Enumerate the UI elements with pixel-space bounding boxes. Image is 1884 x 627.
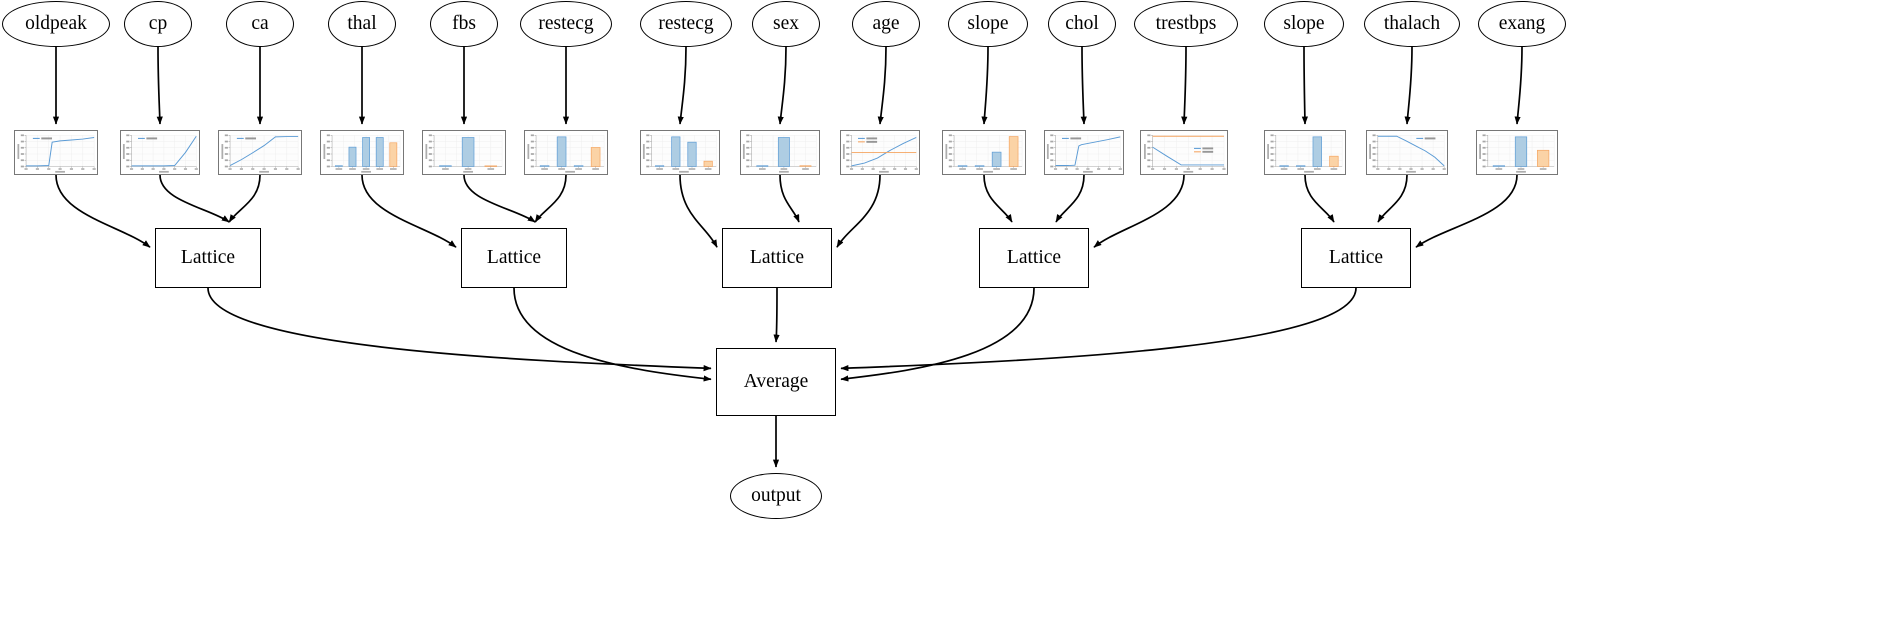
calibration-plot-sex-7[interactable] bbox=[740, 130, 820, 175]
edge-feature-to-plot-1 bbox=[156, 46, 163, 125]
feature-node-restecg-6[interactable]: restecg bbox=[640, 1, 732, 47]
lattice-node-label: Lattice bbox=[486, 247, 542, 269]
edge-plot-to-lattice-7 bbox=[779, 174, 800, 223]
feature-node-slope-12[interactable]: slope bbox=[1264, 1, 1344, 47]
feature-node-exang-14[interactable]: exang bbox=[1478, 1, 1566, 47]
calibration-plot-slope-12[interactable] bbox=[1264, 130, 1346, 175]
feature-node-label: ca bbox=[251, 13, 269, 35]
lattice-node-label: Lattice bbox=[749, 247, 805, 269]
edge-plot-to-lattice-0 bbox=[55, 174, 151, 248]
lattice-node-label: Lattice bbox=[1328, 247, 1384, 269]
feature-node-label: restecg bbox=[538, 13, 594, 35]
edge-plot-to-lattice-12 bbox=[1304, 174, 1335, 223]
feature-node-thal-3[interactable]: thal bbox=[328, 1, 396, 47]
calibration-plot-exang-14[interactable] bbox=[1476, 130, 1558, 175]
feature-node-oldpeak-0[interactable]: oldpeak bbox=[2, 1, 110, 47]
lattice-node-label: Lattice bbox=[180, 247, 236, 269]
feature-node-slope-9[interactable]: slope bbox=[948, 1, 1028, 47]
feature-node-label: slope bbox=[1283, 13, 1325, 35]
feature-node-thalach-13[interactable]: thalach bbox=[1364, 1, 1460, 47]
lattice-node-2[interactable]: Lattice bbox=[722, 228, 832, 288]
edge-plot-to-lattice-8 bbox=[836, 174, 881, 248]
edge-plot-to-lattice-9 bbox=[983, 174, 1013, 223]
output-node-label: output bbox=[751, 485, 801, 507]
edge-plot-to-lattice-6 bbox=[679, 174, 718, 248]
edge-feature-to-plot-14 bbox=[1514, 46, 1523, 125]
average-node-label: Average bbox=[743, 371, 809, 393]
calibration-plot-fbs-4[interactable] bbox=[422, 130, 506, 175]
calibration-plot-cp-1[interactable] bbox=[120, 130, 200, 175]
edge-feature-to-plot-12 bbox=[1301, 46, 1308, 125]
edge-plot-to-lattice-14 bbox=[1415, 174, 1518, 248]
edge-feature-to-plot-10 bbox=[1080, 46, 1087, 125]
feature-node-label: thal bbox=[347, 13, 377, 35]
calibration-plot-restecg-6[interactable] bbox=[640, 130, 720, 175]
edge-lattice-to-average-0 bbox=[207, 287, 712, 372]
edge-lattice-to-average-4 bbox=[840, 287, 1357, 372]
feature-node-label: cp bbox=[148, 13, 168, 35]
edge-plot-to-lattice-13 bbox=[1377, 174, 1408, 223]
edge-plot-to-lattice-11 bbox=[1093, 174, 1185, 248]
feature-node-label: sex bbox=[773, 13, 799, 35]
lattice-node-label: Lattice bbox=[1006, 247, 1062, 269]
edge-plot-to-lattice-5 bbox=[534, 174, 567, 223]
calibration-plot-trestbps-11[interactable] bbox=[1140, 130, 1228, 175]
lattice-node-3[interactable]: Lattice bbox=[979, 228, 1089, 288]
edge-feature-to-plot-6 bbox=[677, 46, 687, 125]
feature-node-label: oldpeak bbox=[25, 13, 87, 35]
feature-node-label: chol bbox=[1065, 13, 1099, 35]
feature-node-ca-2[interactable]: ca bbox=[226, 1, 294, 47]
lattice-node-4[interactable]: Lattice bbox=[1301, 228, 1411, 288]
edge-plot-to-lattice-4 bbox=[463, 174, 536, 223]
feature-node-cp-1[interactable]: cp bbox=[124, 1, 192, 47]
edge-plot-to-lattice-3 bbox=[361, 174, 457, 248]
edge-lattice-to-average-3 bbox=[840, 287, 1035, 382]
feature-node-label: restecg bbox=[658, 13, 714, 35]
calibration-plot-thal-3[interactable] bbox=[320, 130, 404, 175]
feature-node-label: exang bbox=[1498, 13, 1546, 35]
feature-node-fbs-4[interactable]: fbs bbox=[430, 1, 498, 47]
feature-node-label: trestbps bbox=[1155, 13, 1217, 35]
feature-node-trestbps-11[interactable]: trestbps bbox=[1134, 1, 1238, 47]
calibration-plot-age-8[interactable] bbox=[840, 130, 920, 175]
feature-node-sex-7[interactable]: sex bbox=[752, 1, 820, 47]
edge-plot-to-lattice-2 bbox=[228, 174, 261, 223]
feature-node-chol-10[interactable]: chol bbox=[1048, 1, 1116, 47]
edge-feature-to-plot-13 bbox=[1404, 46, 1413, 125]
feature-node-label: thalach bbox=[1383, 13, 1441, 35]
average-node[interactable]: Average bbox=[716, 348, 836, 416]
calibration-plot-oldpeak-0[interactable] bbox=[14, 130, 98, 175]
lattice-node-0[interactable]: Lattice bbox=[155, 228, 261, 288]
feature-node-label: slope bbox=[967, 13, 1009, 35]
edge-lattice-to-average-1 bbox=[513, 287, 712, 382]
calibration-plot-restecg-5[interactable] bbox=[524, 130, 608, 175]
calibration-plot-slope-9[interactable] bbox=[942, 130, 1026, 175]
feature-node-label: fbs bbox=[452, 13, 476, 35]
calibration-plot-thalach-13[interactable] bbox=[1366, 130, 1448, 175]
calibration-plot-ca-2[interactable] bbox=[218, 130, 302, 175]
feature-node-label: age bbox=[872, 13, 900, 35]
edge-lattice-to-average-2 bbox=[773, 287, 780, 343]
edge-plot-to-lattice-1 bbox=[159, 174, 230, 223]
feature-node-age-8[interactable]: age bbox=[852, 1, 920, 47]
edge-feature-to-plot-7 bbox=[777, 46, 787, 125]
calibration-plot-chol-10[interactable] bbox=[1044, 130, 1124, 175]
output-node[interactable]: output bbox=[730, 473, 822, 519]
edge-feature-to-plot-11 bbox=[1181, 46, 1188, 125]
edge-feature-to-plot-9 bbox=[981, 46, 989, 125]
edge-feature-to-plot-8 bbox=[877, 46, 887, 125]
edge-plot-to-lattice-10 bbox=[1055, 174, 1085, 223]
feature-node-restecg-5[interactable]: restecg bbox=[520, 1, 612, 47]
lattice-node-1[interactable]: Lattice bbox=[461, 228, 567, 288]
